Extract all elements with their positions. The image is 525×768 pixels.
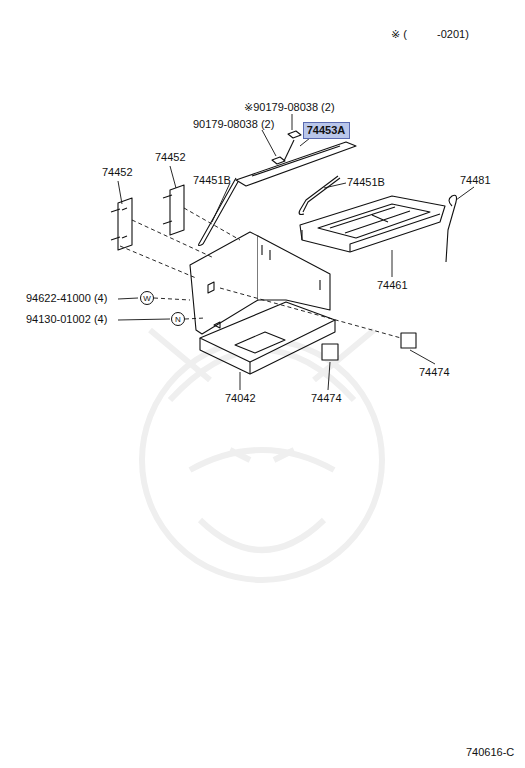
- callout-number: 74452: [102, 166, 133, 179]
- callout-number: ※90179-08038 (2): [244, 101, 335, 114]
- callout-number: 74481: [460, 174, 491, 187]
- fastener-circle: W: [140, 291, 154, 305]
- callout-number: 90179-08038 (2): [193, 118, 274, 131]
- callout-number: 74474: [311, 392, 342, 405]
- callout-number: 94130-01002 (4): [26, 313, 107, 326]
- callout-number: 740616-C: [466, 746, 514, 759]
- part-number: 74453A: [307, 124, 346, 137]
- callout-number: 74474: [419, 366, 450, 379]
- callout-number: 74452: [155, 151, 186, 164]
- callout-number: ※ (: [391, 28, 407, 41]
- part-number: W: [143, 294, 151, 303]
- part-number: N: [175, 315, 181, 324]
- fastener-circle: N: [171, 312, 185, 326]
- callout-number: 94622-41000 (4): [26, 292, 107, 305]
- callout-number: 74451B: [193, 174, 231, 187]
- callout-number: 74042: [225, 392, 256, 405]
- highlight-box: 74453A: [303, 122, 350, 139]
- callout-number: -0201): [437, 28, 469, 41]
- callout-number: 74451B: [347, 176, 385, 189]
- callout-number: 74461: [377, 279, 408, 292]
